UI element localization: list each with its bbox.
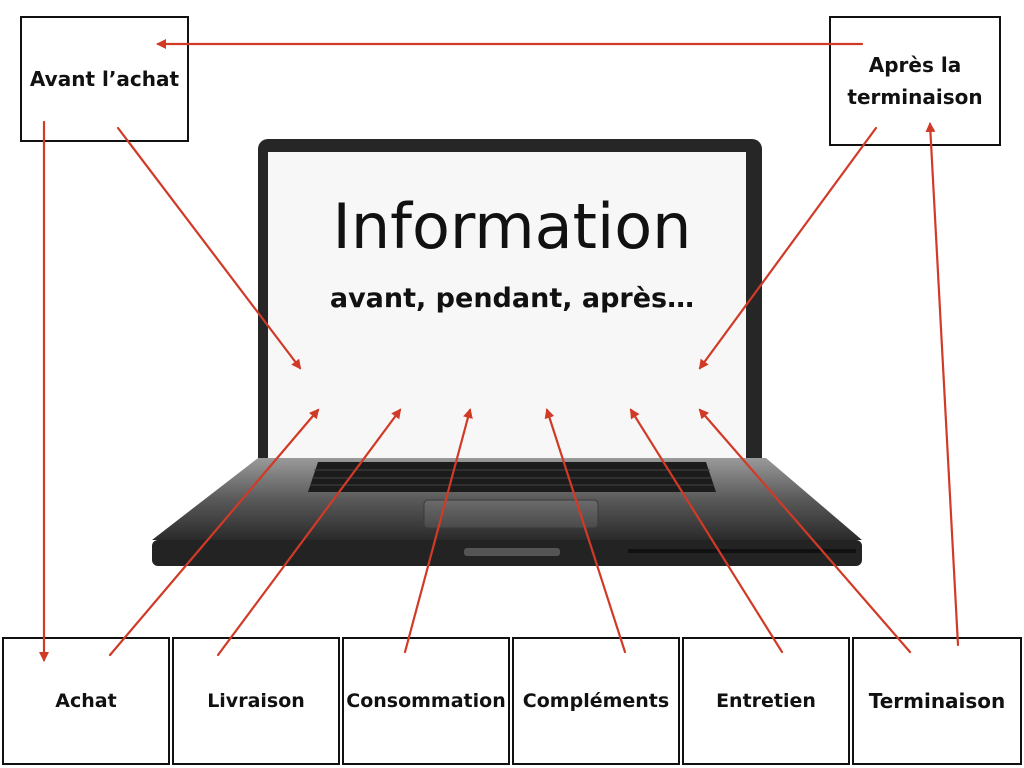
stage-box-achat: Achat [2,637,170,765]
stage-box-livraison: Livraison [172,637,340,765]
laptop-latch [464,548,560,556]
stage-label: Compléments [522,690,670,712]
box-after-termination-label: Après la terminaison [847,53,983,109]
screen-title: Information [332,190,692,263]
box-before-purchase: Avant l’achat [20,16,189,142]
optical-drive-slot [628,549,856,553]
stage-label: Livraison [207,690,305,712]
stage-label: Entretien [716,690,816,712]
box-before-purchase-label: Avant l’achat [29,67,180,91]
stage-box-entretien: Entretien [682,637,850,765]
box-after-termination: Après la terminaison [829,16,1001,146]
stage-label: Achat [55,690,117,712]
keyboard [308,462,716,492]
stage-box-terminaison: Terminaison [852,637,1022,765]
screen-subtitle: avant, pendant, après… [329,283,695,314]
stage-box-complements: Compléments [512,637,680,765]
trackpad [423,499,599,529]
stage-box-consommation: Consommation [342,637,510,765]
stage-label: Terminaison [868,689,1006,713]
stage-label: Consommation [346,690,506,712]
